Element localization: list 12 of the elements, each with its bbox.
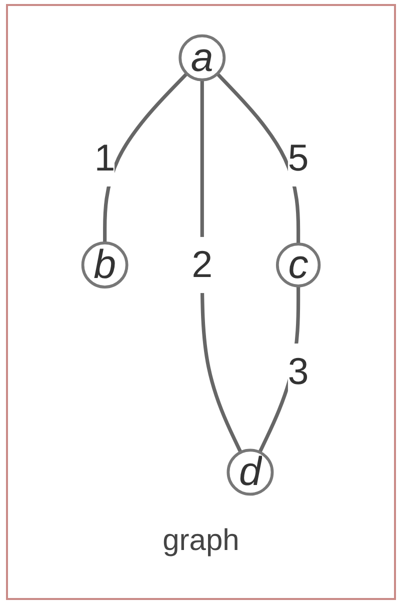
node-circle [81,242,128,288]
frame-border: 1 5 2 3 a b c d graph [6,4,396,600]
connector [216,72,300,244]
edge-label: 5 [288,136,309,180]
node-circle [226,448,274,496]
edge-label: 2 [192,242,213,286]
edge-label: 3 [288,349,309,393]
caption: graph [162,524,240,558]
node-circle [178,34,226,82]
edge-label: 1 [94,136,116,180]
node-circle [276,242,321,288]
connector [103,72,188,243]
